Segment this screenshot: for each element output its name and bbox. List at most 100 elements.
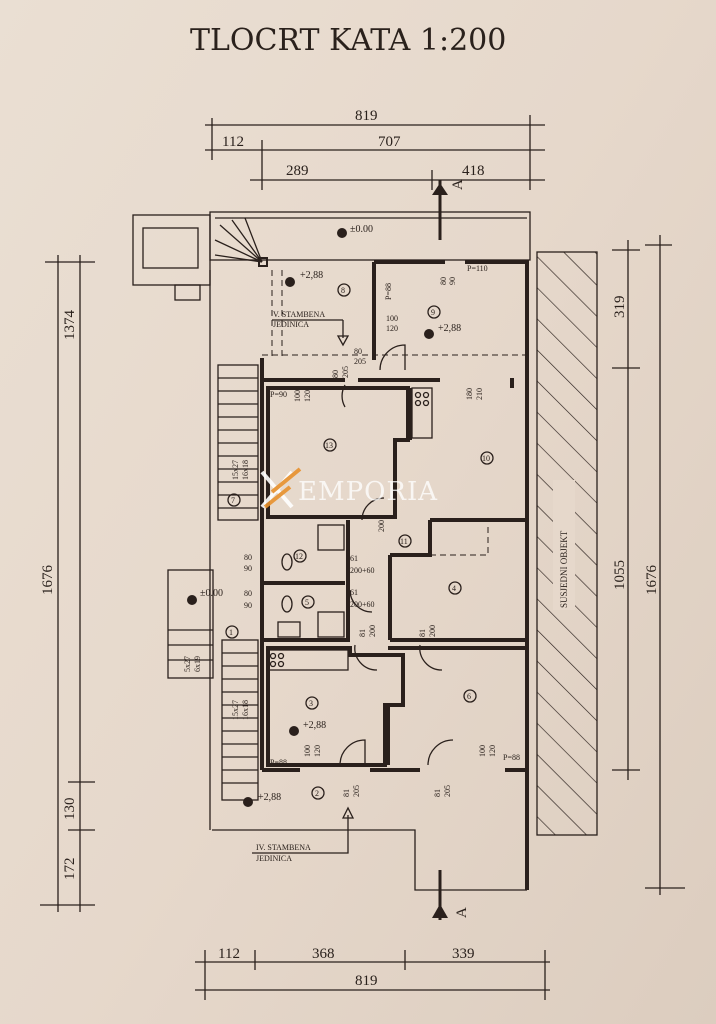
left-dimensions: 1676 1374 130 172 xyxy=(40,255,95,912)
svg-text:A: A xyxy=(454,907,470,918)
door-swings xyxy=(339,344,454,766)
svg-text:200+60: 200+60 xyxy=(350,600,375,609)
room-number: 9 xyxy=(431,308,435,317)
svg-text:P=90: P=90 xyxy=(270,390,287,399)
svg-text:+2,88: +2,88 xyxy=(300,270,323,281)
room-number: 11 xyxy=(400,537,408,546)
room-number: 13 xyxy=(325,441,333,450)
svg-text:80: 80 xyxy=(354,347,362,356)
stairs-lower xyxy=(167,569,259,801)
svg-text:200: 200 xyxy=(377,520,386,532)
room-number: 1 xyxy=(229,628,233,637)
dim-top-main: 707 xyxy=(378,134,401,150)
level-marker-room8: +2,88 xyxy=(285,270,323,287)
dim-top-total: 819 xyxy=(355,108,378,124)
svg-text:61: 61 xyxy=(350,588,358,597)
room-numbers: 8 9 13 10 12 11 5 4 1 7 3 6 2 xyxy=(225,283,494,800)
svg-text:+2,88: +2,88 xyxy=(258,792,281,803)
svg-text:200: 200 xyxy=(428,625,437,637)
svg-text:90: 90 xyxy=(244,601,252,610)
svg-text:205: 205 xyxy=(354,357,366,366)
svg-text:80: 80 xyxy=(331,370,340,378)
svg-text:P=88: P=88 xyxy=(270,758,287,767)
dim-top-left: 289 xyxy=(286,163,309,179)
svg-text:80: 80 xyxy=(439,277,448,285)
svg-text:±0.00: ±0.00 xyxy=(200,588,223,599)
stair-label-small-2: 6x19 xyxy=(193,656,202,672)
dim-bottom-middle: 368 xyxy=(312,946,335,962)
dim-bottom-total: 819 xyxy=(355,973,378,989)
svg-text:A: A xyxy=(450,179,466,190)
svg-text:81: 81 xyxy=(418,629,427,637)
dim-right-total: 1676 xyxy=(644,565,660,596)
stairs-upper xyxy=(217,364,259,521)
stair-label-upper-2: 16x18 xyxy=(241,460,250,480)
stair-label-upper-1: 15x27 xyxy=(231,460,240,480)
dim-left-lower: 172 xyxy=(62,858,78,881)
neighbor-building: SUSJEDNI OBJEKT xyxy=(536,251,598,836)
svg-text:P=110: P=110 xyxy=(467,264,488,273)
room-number: 12 xyxy=(295,552,303,561)
svg-text:180: 180 xyxy=(465,388,474,400)
level-marker-entry: ±0.00 xyxy=(187,588,223,605)
bottom-dimensions: 112 368 339 819 xyxy=(195,946,550,1000)
top-dimensions: 819 112 707 289 418 xyxy=(205,108,545,190)
svg-text:81: 81 xyxy=(342,789,351,797)
svg-text:200: 200 xyxy=(368,625,377,637)
dim-right-top: 319 xyxy=(612,296,628,319)
unit-label-upper: V. STAMBENA JEDINICA xyxy=(272,310,350,347)
svg-text:JEDINICA: JEDINICA xyxy=(256,854,292,863)
fixtures xyxy=(267,387,433,671)
unit-label-lower: IV. STAMBENA JEDINICA xyxy=(252,806,355,863)
level-marker-room3: +2,88 xyxy=(289,720,326,736)
svg-text:120: 120 xyxy=(488,745,497,757)
plan-title: TLOCRT KATA 1:200 xyxy=(190,23,506,58)
svg-text:120: 120 xyxy=(386,324,398,333)
svg-text:61: 61 xyxy=(350,554,358,563)
svg-text:EMPORIA: EMPORIA xyxy=(298,477,438,507)
room-number: 6 xyxy=(467,692,471,701)
svg-text:P=88: P=88 xyxy=(384,283,393,300)
room-number: 2 xyxy=(315,789,319,798)
dim-bottom-right: 339 xyxy=(452,946,475,962)
dim-left-mid: 130 xyxy=(62,798,78,821)
svg-text:90: 90 xyxy=(244,564,252,573)
watermark: EMPORIA xyxy=(260,467,438,509)
section-marker-top: A xyxy=(432,179,466,240)
svg-text:81: 81 xyxy=(358,629,367,637)
room-number: 8 xyxy=(341,286,345,295)
stair-label-lower-2: 16x18 xyxy=(241,700,250,720)
neighbor-label: SUSJEDNI OBJEKT xyxy=(559,530,569,608)
svg-text:±0.00: ±0.00 xyxy=(350,224,373,235)
svg-text:IV. STAMBENA: IV. STAMBENA xyxy=(256,843,311,852)
section-marker-bottom: A xyxy=(432,870,470,920)
level-marker-corridor: +2,88 xyxy=(243,792,281,807)
svg-text:210: 210 xyxy=(475,388,484,400)
terrace xyxy=(209,211,531,267)
svg-text:V. STAMBENA: V. STAMBENA xyxy=(273,310,325,319)
svg-text:P=88: P=88 xyxy=(503,753,520,762)
svg-text:JEDINICA: JEDINICA xyxy=(273,320,309,329)
outdoor-structure xyxy=(132,214,211,301)
svg-text:90: 90 xyxy=(448,277,457,285)
svg-text:120: 120 xyxy=(303,390,312,402)
room-number: 5 xyxy=(305,598,309,607)
dim-right-middle: 1055 xyxy=(612,560,628,590)
dim-bottom-offset: 112 xyxy=(218,946,240,962)
svg-text:100: 100 xyxy=(303,745,312,757)
svg-text:205: 205 xyxy=(341,366,350,378)
dim-left-total: 1676 xyxy=(40,565,56,596)
svg-text:80: 80 xyxy=(244,553,252,562)
level-marker-room9: +2,88 xyxy=(424,323,461,339)
stair-label-lower-1: 15x27 xyxy=(231,700,240,720)
svg-text:205: 205 xyxy=(352,785,361,797)
dim-top-offset: 112 xyxy=(222,134,244,150)
svg-text:120: 120 xyxy=(313,745,322,757)
room-number: 3 xyxy=(309,699,313,708)
dim-top-right: 418 xyxy=(462,163,485,179)
svg-text:81: 81 xyxy=(433,789,442,797)
svg-text:100: 100 xyxy=(386,314,398,323)
svg-text:+2,88: +2,88 xyxy=(303,720,326,731)
right-dimensions: 319 1055 1676 xyxy=(612,235,685,895)
